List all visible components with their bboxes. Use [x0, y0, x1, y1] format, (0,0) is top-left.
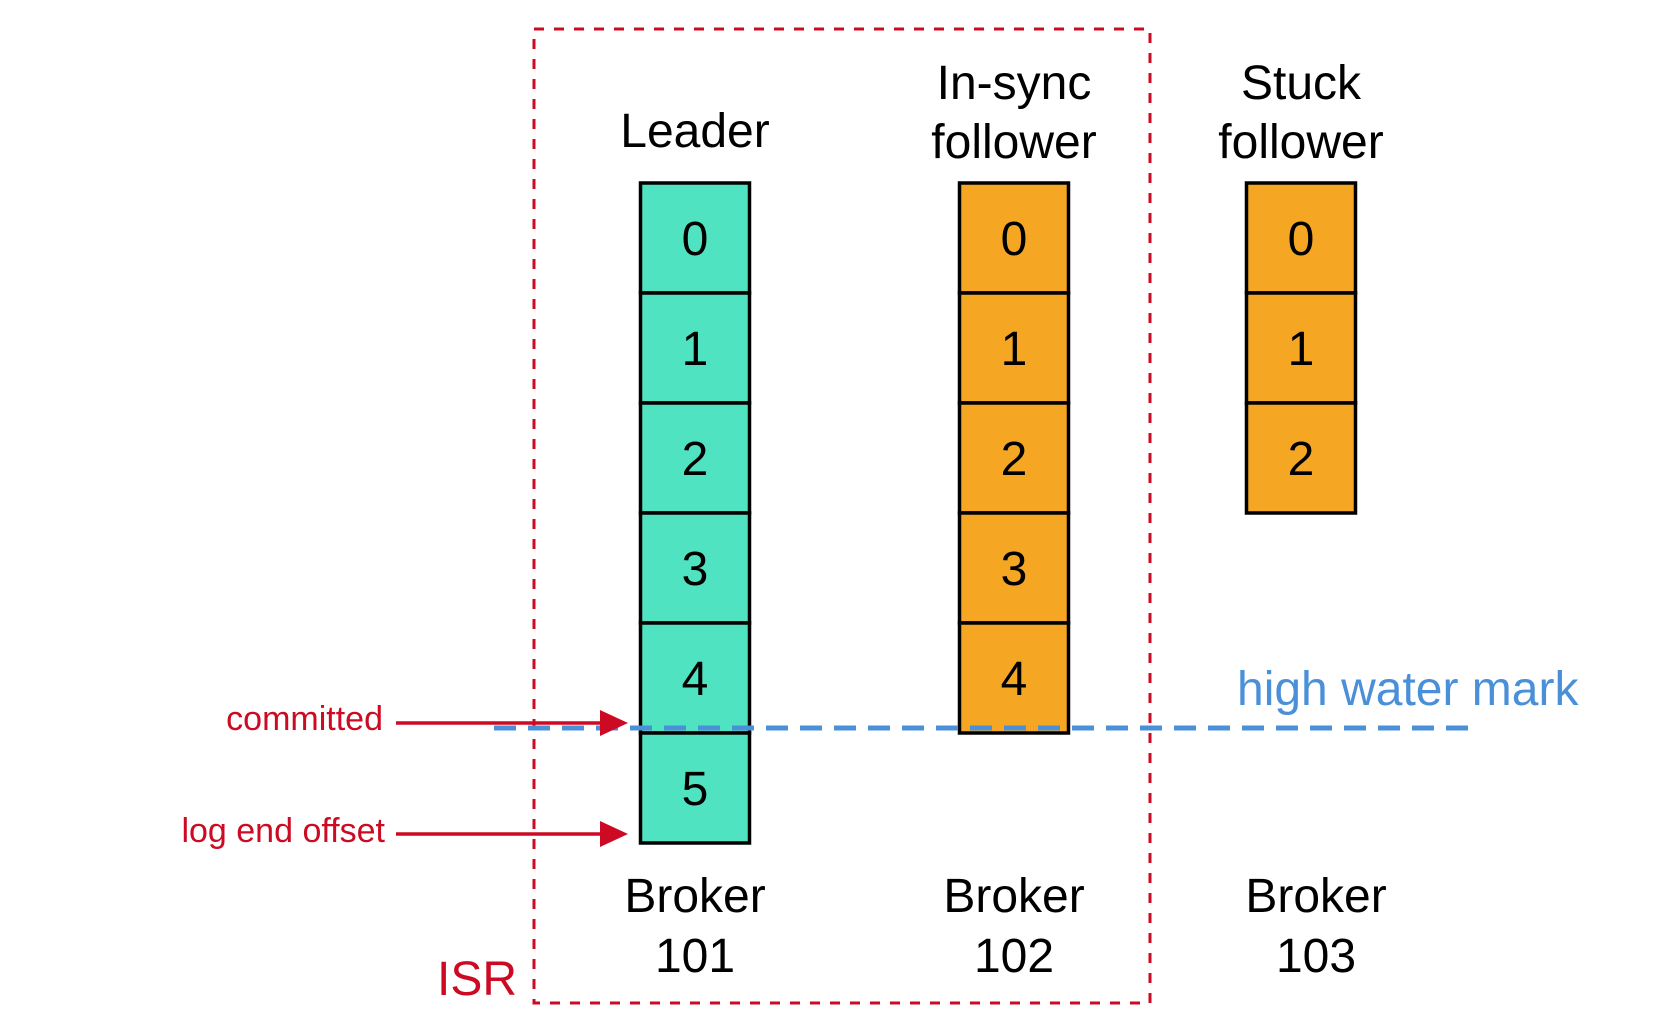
committed-pointer: committed — [226, 700, 628, 738]
broker-102-offset-label: 3 — [1001, 543, 1028, 596]
broker-101-offset-cell — [638, 621, 752, 735]
broker-103-offset-cell — [1244, 181, 1358, 295]
broker-101-offset-cell — [638, 511, 752, 625]
log-end-offset-arrow-head — [600, 821, 628, 847]
high-water-mark-label: high water mark — [1237, 663, 1579, 716]
broker-101-offset-label: 2 — [682, 433, 709, 486]
broker-102-offset-label: 1 — [1001, 323, 1028, 376]
broker-101-column: Leader 0 1 2 3 4 5 Broker 101 — [620, 105, 769, 983]
broker-103-log: 0 1 2 — [1244, 181, 1358, 515]
broker-103-offset-label: 2 — [1288, 433, 1315, 486]
committed-label: committed — [226, 700, 383, 738]
broker-101-offset-label: 5 — [682, 763, 709, 816]
broker-102-id: 102 — [974, 930, 1054, 983]
log-end-offset-pointer: log end offset — [181, 812, 628, 850]
broker-102-offset-cell — [957, 621, 1071, 735]
broker-101-role-label: Leader — [620, 105, 769, 158]
broker-101-offset-label: 4 — [682, 653, 709, 706]
broker-102-role-label-line-1: In-sync — [937, 57, 1092, 110]
broker-102-name: Broker — [943, 870, 1084, 923]
broker-101-offset-cell — [638, 291, 752, 405]
isr-boundary — [532, 27, 1152, 1005]
broker-103-offset-label: 0 — [1288, 213, 1315, 266]
broker-103-id: 103 — [1276, 930, 1356, 983]
broker-102-offset-cell — [957, 181, 1071, 295]
broker-103-role-label-line-1: Stuck — [1241, 57, 1362, 110]
log-end-offset-label: log end offset — [181, 812, 385, 850]
broker-103-name: Broker — [1245, 870, 1386, 923]
committed-arrow-head — [600, 710, 628, 736]
broker-101-log: 0 1 2 3 4 5 — [638, 181, 752, 845]
broker-102-log: 0 1 2 3 4 — [957, 181, 1071, 735]
broker-102-offset-label: 2 — [1001, 433, 1028, 486]
broker-101-offset-cell — [638, 181, 752, 295]
broker-101-offset-label: 3 — [682, 543, 709, 596]
broker-102-offset-label: 4 — [1001, 653, 1028, 706]
broker-102-role-label-line-2: follower — [931, 116, 1096, 169]
isr-label: ISR — [437, 953, 517, 1006]
broker-101-id: 101 — [655, 930, 735, 983]
broker-103-offset-cell — [1244, 291, 1358, 405]
broker-103-offset-cell — [1244, 401, 1358, 515]
broker-101-offset-cell — [638, 731, 752, 845]
broker-101-name: Broker — [624, 870, 765, 923]
broker-103-offset-label: 1 — [1288, 323, 1315, 376]
broker-102-column: In-sync follower 0 1 2 3 4 Broker 102 — [931, 57, 1096, 983]
broker-102-offset-label: 0 — [1001, 213, 1028, 266]
broker-101-offset-label: 1 — [682, 323, 709, 376]
broker-102-offset-cell — [957, 511, 1071, 625]
broker-101-offset-label: 0 — [682, 213, 709, 266]
broker-102-offset-cell — [957, 401, 1071, 515]
broker-103-column: Stuck follower 0 1 2 Broker 103 — [1218, 57, 1386, 983]
broker-103-role-label-line-2: follower — [1218, 116, 1383, 169]
broker-102-offset-cell — [957, 291, 1071, 405]
